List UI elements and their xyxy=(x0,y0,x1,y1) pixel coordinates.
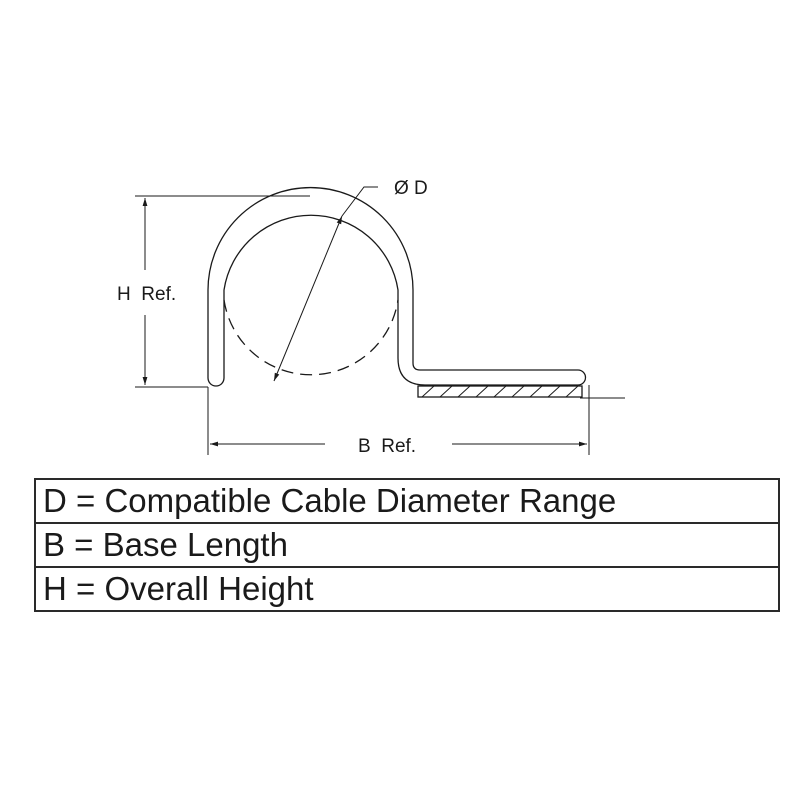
base-label: B Ref. xyxy=(358,436,416,457)
legend-row-height: H = Overall Height xyxy=(35,566,779,611)
cable-circle-dashed xyxy=(223,299,399,376)
base-pad xyxy=(417,385,583,398)
clamp-outline xyxy=(207,186,587,387)
legend-text: D = Compatible Cable Diameter Range xyxy=(43,482,617,519)
dimension-legend-table: D = Compatible Cable Diameter Range B = … xyxy=(34,478,780,612)
height-label: H Ref. xyxy=(117,284,176,305)
clamp-drawing: Ø D H Ref. B Ref. xyxy=(117,178,625,457)
diameter-label: Ø D xyxy=(394,178,428,199)
legend-row-base: B = Base Length xyxy=(35,522,779,567)
legend-row-diameter: D = Compatible Cable Diameter Range xyxy=(35,479,779,523)
legend-text: B = Base Length xyxy=(35,522,779,567)
legend-text: H = Overall Height xyxy=(35,566,779,611)
